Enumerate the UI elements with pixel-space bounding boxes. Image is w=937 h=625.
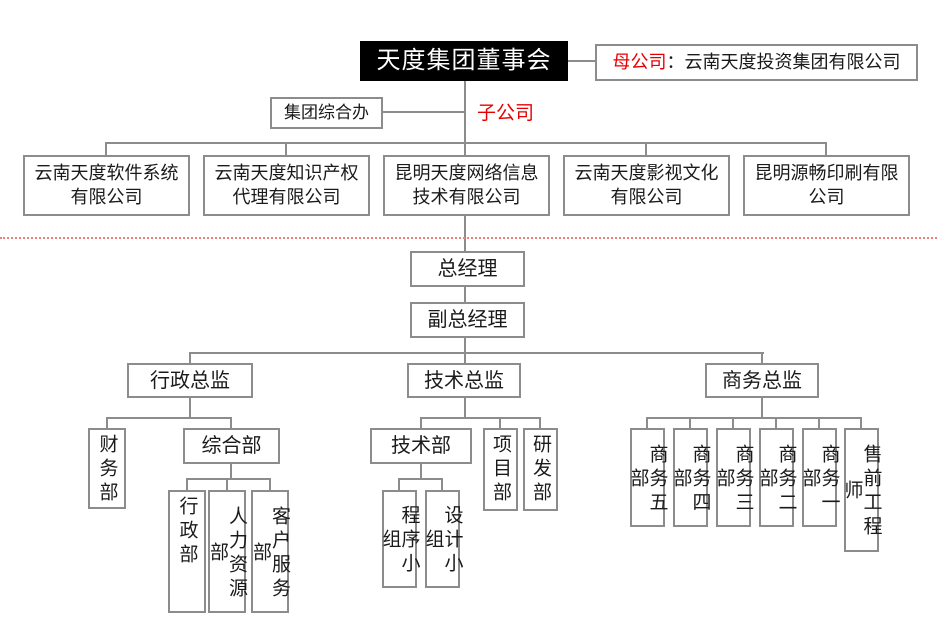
- connector-line: [732, 417, 734, 428]
- dept-name: 人力资源部: [207, 505, 247, 602]
- dept-name: 商务四部: [670, 443, 711, 516]
- connector-line: [825, 142, 827, 155]
- general-manager-box: 总经理: [410, 251, 525, 287]
- finance-dept-box: 财务部: [88, 428, 126, 509]
- connector-line: [464, 398, 466, 417]
- connector-line: [464, 81, 466, 155]
- business-dept2-box: 商务二部: [756, 428, 797, 527]
- dept-name: 商务五部: [627, 443, 668, 516]
- subsidiary-name: 昆明天度网络信息: [394, 163, 539, 184]
- presales-engineer-box: 售前工程师: [841, 428, 882, 552]
- connector-line: [189, 352, 191, 363]
- business-dept1-box: 商务一部: [799, 428, 840, 527]
- dept-name: 商务一部: [799, 443, 840, 516]
- dept-name: 财务部: [96, 434, 118, 506]
- connector-line: [539, 417, 541, 428]
- business-dept5-box: 商务五部: [627, 428, 668, 527]
- connector-line: [420, 417, 541, 419]
- connector-line: [761, 352, 763, 363]
- connector-line: [646, 417, 648, 428]
- parent-company-label: 母公司: [612, 51, 667, 72]
- deputy-general-manager-box: 副总经理: [410, 302, 525, 338]
- divider-dotted-line: [0, 237, 937, 239]
- connector-line: [269, 478, 271, 490]
- subsidiary-name: 代理有限公司: [232, 186, 341, 207]
- dept-name: 设计小组: [422, 505, 463, 577]
- dept-name: 行政部: [176, 496, 198, 568]
- subsidiary-name: 云南天度软件系统: [34, 163, 179, 184]
- subsidiary-box: 云南天度软件系统有限公司: [23, 155, 190, 216]
- connector-line: [398, 478, 443, 480]
- subsidiary-name: 云南天度知识产权: [214, 163, 359, 184]
- connector-line: [775, 417, 777, 428]
- connector-line: [689, 417, 691, 428]
- group-office-box: 集团综合办: [270, 97, 383, 129]
- connector-line: [105, 142, 107, 155]
- subsidiary-name: 有限公司: [70, 186, 143, 207]
- design-group-box: 设计小组: [422, 490, 463, 588]
- parent-company-box: 母公司：云南天度投资集团有限公司: [595, 44, 918, 81]
- dept-name: 客户服务部: [250, 505, 290, 602]
- connector-line: [106, 417, 108, 428]
- business-dept3-box: 商务三部: [713, 428, 754, 527]
- subsidiary-box: 昆明源畅印刷有限公司: [743, 155, 910, 216]
- business-director-box: 商务总监: [705, 363, 819, 398]
- connector-line: [464, 352, 466, 363]
- dept-name: 商务二部: [756, 443, 797, 516]
- dept-name: 项目部: [490, 434, 511, 506]
- connector-line: [860, 417, 862, 428]
- connector-line: [186, 478, 271, 480]
- connector-line: [464, 338, 466, 352]
- connector-line: [761, 398, 763, 417]
- subsidiary-box: 昆明天度网络信息技术有限公司: [383, 155, 550, 216]
- tech-director-box: 技术总监: [407, 363, 521, 398]
- connector-line: [568, 60, 595, 62]
- connector-line: [499, 417, 501, 428]
- connector-line: [186, 478, 188, 490]
- subsidiary-name: 技术有限公司: [412, 186, 521, 207]
- connector-line: [420, 417, 422, 428]
- rnd-dept-box: 研发部: [523, 428, 558, 511]
- subsidiary-name: 昆明源畅印刷有限: [754, 163, 899, 184]
- connector-line: [189, 352, 764, 354]
- connector-line: [420, 464, 422, 478]
- hr-dept-box: 人力资源部: [207, 490, 247, 613]
- program-group-box: 程序小组: [379, 490, 420, 588]
- connector-line: [285, 142, 287, 155]
- tech-dept-box: 技术部: [370, 428, 472, 464]
- customer-service-dept-box: 客户服务部: [250, 490, 290, 613]
- business-dept4-box: 商务四部: [670, 428, 711, 527]
- dept-name: 售前工程师: [841, 444, 882, 540]
- connector-line: [106, 417, 232, 419]
- board-of-directors-box: 天度集团董事会: [360, 41, 568, 81]
- connector-line: [464, 216, 466, 251]
- parent-company-name: 云南天度投资集团有限公司: [684, 51, 901, 72]
- general-affairs-dept-box: 综合部: [183, 428, 280, 464]
- connector-line: [189, 398, 191, 417]
- connector-line: [105, 142, 827, 144]
- subsidiary-name: 有限公司: [610, 186, 683, 207]
- admin-dept-box: 行政部: [168, 490, 206, 613]
- connector-line: [230, 417, 232, 428]
- dept-name: 商务三部: [713, 443, 754, 516]
- subsidiary-name: 云南天度影视文化: [574, 163, 719, 184]
- connector-line: [645, 142, 647, 155]
- subsidiary-box: 云南天度影视文化有限公司: [563, 155, 730, 216]
- parent-company-separator: ：: [666, 51, 685, 72]
- dept-name: 程序小组: [379, 505, 420, 577]
- project-dept-box: 项目部: [483, 428, 518, 511]
- subsidiary-name: 公司: [808, 186, 845, 207]
- connector-line: [646, 417, 862, 419]
- connector-line: [441, 478, 443, 490]
- subsidiary-label: 子公司: [477, 103, 535, 124]
- admin-director-box: 行政总监: [127, 363, 253, 398]
- connector-line: [398, 478, 400, 490]
- connector-line: [818, 417, 820, 428]
- subsidiary-box: 云南天度知识产权代理有限公司: [203, 155, 370, 216]
- connector-line: [383, 111, 465, 113]
- connector-line: [230, 464, 232, 478]
- connector-line: [226, 478, 228, 490]
- connector-line: [464, 287, 466, 302]
- dept-name: 研发部: [530, 434, 551, 506]
